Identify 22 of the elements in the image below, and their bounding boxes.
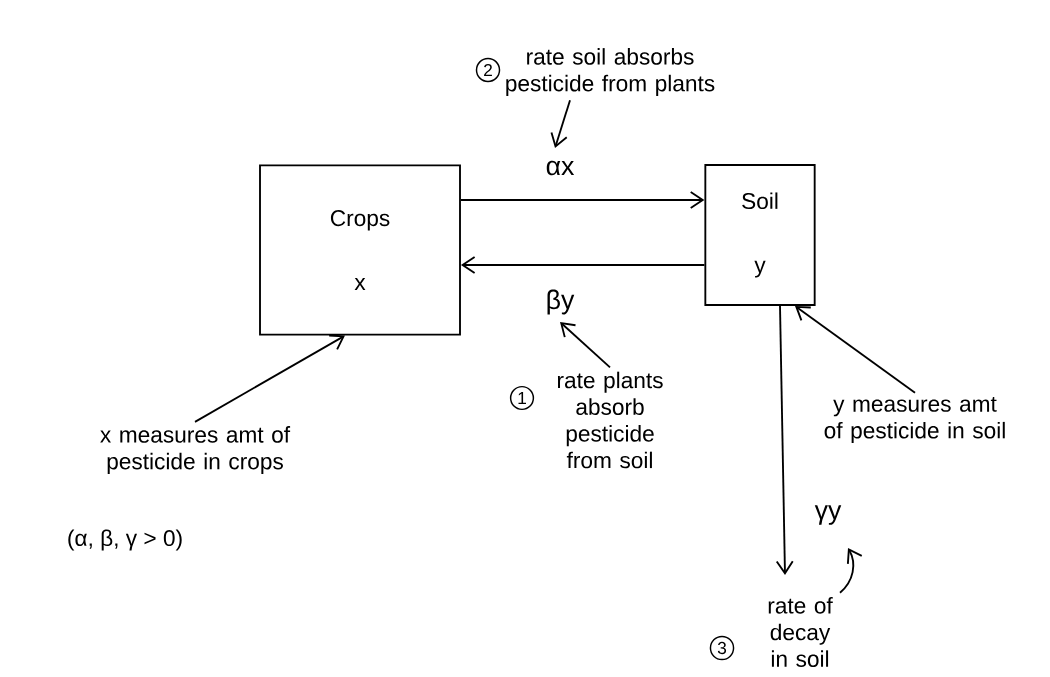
circled-number: 2	[475, 57, 501, 83]
leader-arrow	[839, 548, 863, 594]
edge-label: γy	[812, 502, 844, 528]
annotation-text: rate of decay in soil	[768, 597, 833, 667]
edge-label: αx	[542, 158, 578, 178]
leader-arrow	[795, 305, 916, 394]
annotation-text: x measures amt of pesticide in crops	[100, 426, 291, 474]
leader-arrow	[550, 99, 571, 148]
circled-number: 1	[509, 385, 535, 411]
arrow	[460, 256, 706, 274]
edge-label: βy	[543, 286, 577, 318]
annotation-text: y measures amt of pesticide in soil	[824, 397, 1005, 443]
leader-arrow	[194, 334, 345, 423]
condition-note: (α, β, γ > 0)	[68, 529, 182, 551]
compartment-box: Crops x	[259, 164, 461, 336]
circled-number: 3	[709, 635, 735, 661]
compartment-box: Soil y	[704, 164, 816, 306]
arrow	[775, 305, 794, 575]
arrow	[460, 191, 705, 209]
annotation-text: rate plants absorb pesticide from soil	[557, 371, 663, 469]
leader-arrow	[560, 322, 611, 369]
annotation-text: rate soil absorbs pesticide from plants	[506, 48, 715, 96]
